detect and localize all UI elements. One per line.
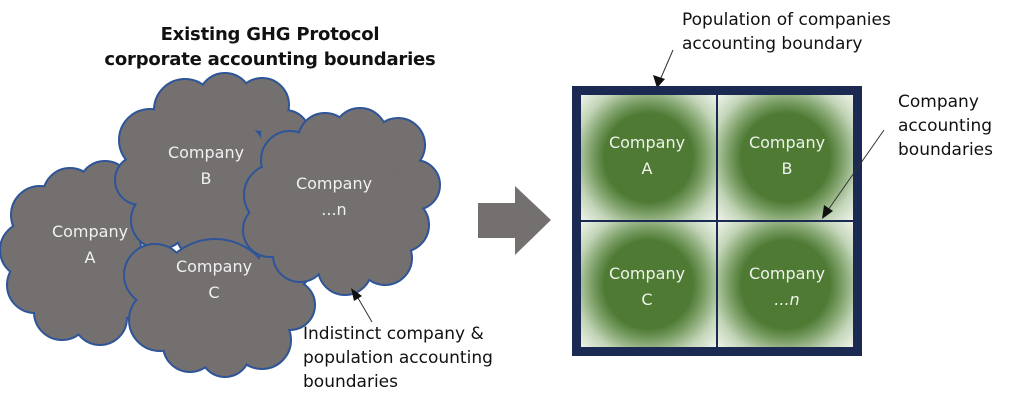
company-callout-line-2: accounting: [898, 116, 993, 136]
population-callout-line: [659, 49, 674, 81]
left-title-line-2: corporate accounting boundaries: [104, 49, 436, 70]
population-boundary-box: [572, 86, 862, 356]
cloud-n-line-2: ...n: [321, 200, 347, 219]
cell-c-line-1: Company: [608, 264, 686, 283]
cloud-b-line-2: B: [200, 169, 212, 188]
cell-company-a: [581, 95, 716, 220]
cell-company-n: [718, 222, 853, 347]
cell-b-line-1: Company: [748, 133, 826, 152]
cloud-a-line-2: A: [84, 248, 96, 267]
cloud-a-line-1: Company: [51, 222, 129, 241]
left-title: Existing GHG Protocol corporate accounti…: [60, 22, 480, 72]
cloud-label-n: Company ...n: [274, 171, 394, 223]
indistinct-callout-line-1: Indistinct company &: [303, 324, 484, 344]
left-title-line-1: Existing GHG Protocol: [160, 24, 380, 45]
cell-a-line-2: A: [641, 159, 653, 178]
cell-b-line-2: B: [781, 159, 793, 178]
population-callout-line-1: Population of companies: [682, 10, 891, 30]
population-callout-arrowhead-icon: [653, 75, 665, 88]
cloud-b-line-1: Company: [167, 143, 245, 162]
cell-a-line-1: Company: [608, 133, 686, 152]
cloud-c-line-1: Company: [175, 257, 253, 276]
cloud-c-line-2: C: [208, 283, 220, 302]
company-callout-line-3: boundaries: [898, 140, 993, 160]
cloud-label-b: Company B: [146, 140, 266, 192]
indistinct-callout: Indistinct company & population accounti…: [303, 322, 493, 394]
indistinct-callout-line-2: population accounting: [303, 348, 493, 368]
company-callout-line-1: Company: [898, 92, 979, 112]
right-arrow-icon: [478, 186, 551, 255]
indistinct-callout-arrowhead-icon: [351, 288, 362, 301]
cell-label-n: Company ...n: [722, 261, 852, 313]
population-callout: Population of companies accounting bound…: [682, 8, 891, 56]
cell-company-c: [581, 222, 716, 347]
indistinct-callout-line-3: boundaries: [303, 372, 398, 392]
cell-label-b: Company B: [722, 130, 852, 182]
population-callout-line-2: accounting boundary: [682, 34, 863, 54]
cell-label-c: Company C: [582, 261, 712, 313]
cell-n-line-2: ...n: [774, 290, 800, 309]
indistinct-callout-line: [357, 297, 373, 323]
cloud-label-c: Company C: [154, 254, 274, 306]
cell-n-line-1: Company: [748, 264, 826, 283]
cloud-label-a: Company A: [30, 219, 150, 271]
company-boundaries-callout: Company accounting boundaries: [898, 90, 993, 162]
cell-c-line-2: C: [641, 290, 653, 309]
cloud-n-line-1: Company: [295, 174, 373, 193]
cell-label-a: Company A: [582, 130, 712, 182]
